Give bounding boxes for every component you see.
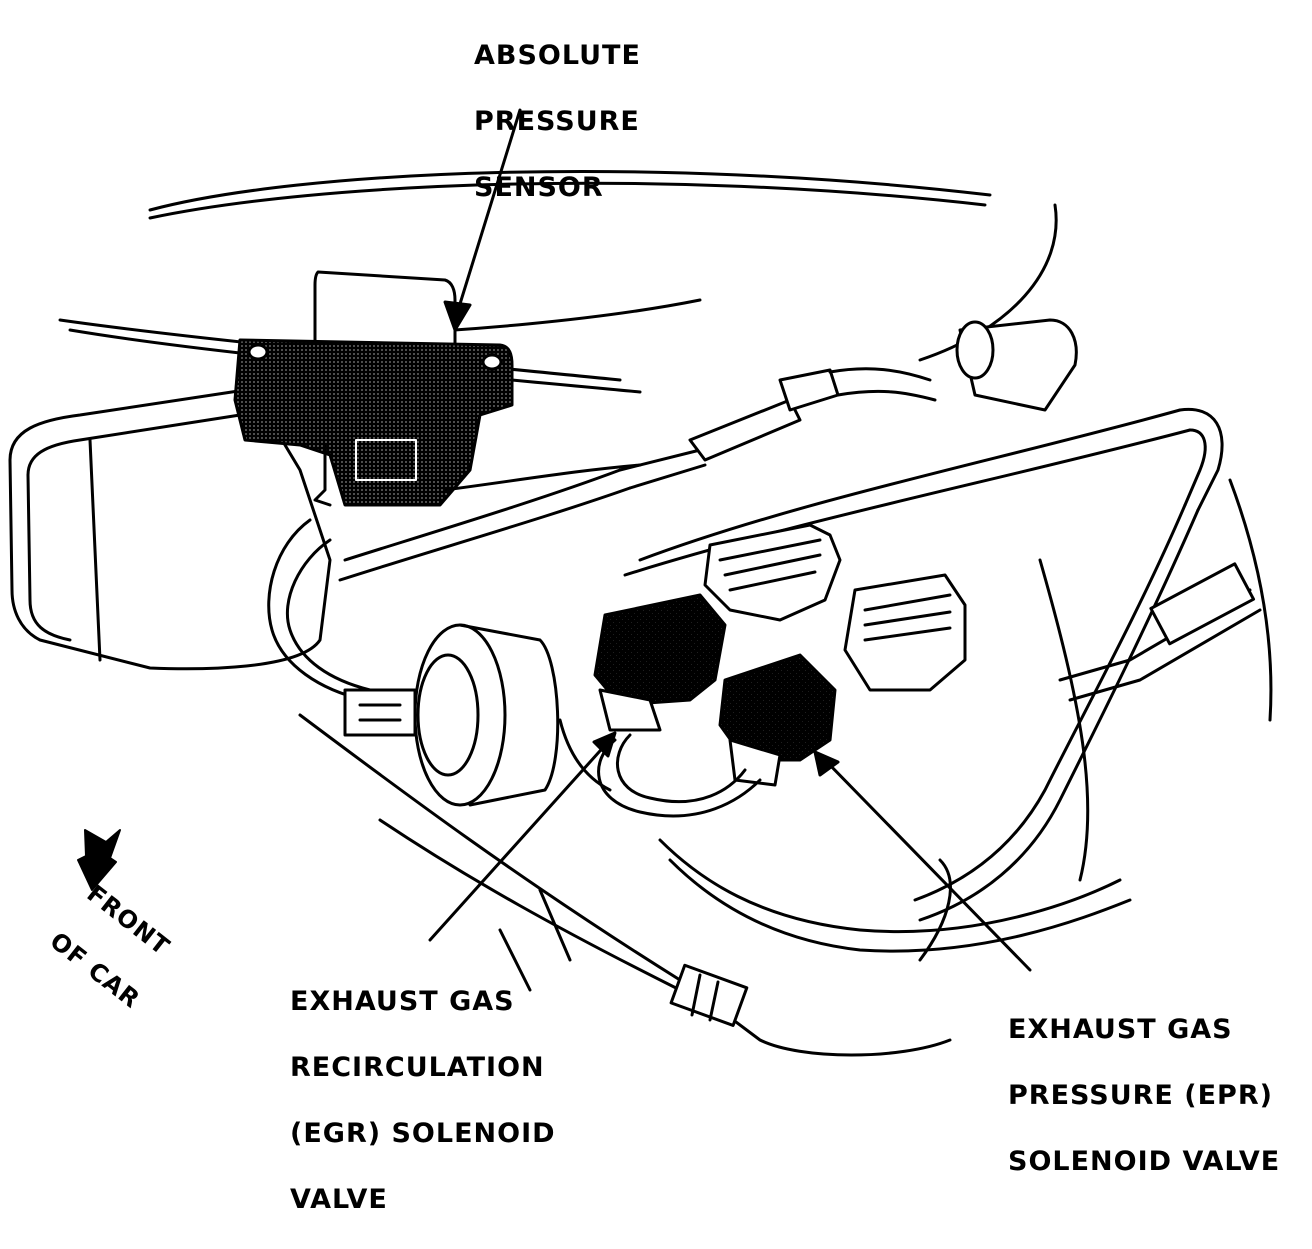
egr-solenoid — [593, 593, 727, 732]
egr-arrowhead — [592, 731, 617, 758]
right-side-pipes — [623, 407, 1273, 922]
aps-leader-line — [453, 108, 522, 322]
egr-valve — [343, 623, 560, 807]
label-line: EXHAUST GAS — [290, 986, 515, 1017]
front-of-car-arrow — [77, 829, 121, 891]
absolute-pressure-sensor-label: ABSOLUTE PRESSURE SENSOR — [474, 6, 641, 237]
epr-solenoid-valve-label: EXHAUST GAS PRESSURE (EPR) SOLENOID VALV… — [1008, 980, 1280, 1211]
label-line: ABSOLUTE — [474, 40, 641, 71]
filler-cap — [955, 318, 1078, 412]
label-line: (EGR) SOLENOID — [290, 1118, 556, 1149]
label-line: SOLENOID VALVE — [1008, 1146, 1281, 1177]
aps-arrowhead — [443, 300, 472, 332]
absolute-pressure-sensor — [233, 270, 514, 507]
label-line: PRESSURE — [474, 106, 640, 137]
leader-arrows — [428, 108, 1032, 972]
lower-hoses — [298, 713, 1132, 1057]
egr-leader-line — [428, 740, 610, 942]
epr-arrowhead — [813, 750, 840, 777]
solenoid-connectors — [703, 523, 967, 692]
label-line: RECIRCULATION — [290, 1052, 545, 1083]
engine-compartment-drawing — [8, 108, 1273, 1057]
label-line: EXHAUST GAS — [1008, 1014, 1233, 1045]
label-line: VALVE — [290, 1184, 388, 1215]
label-line: PRESSURE (EPR) — [1008, 1080, 1273, 1111]
epr-leader-line — [823, 758, 1032, 972]
label-line: SENSOR — [474, 172, 604, 203]
vacuum-hoses — [267, 367, 937, 702]
egr-solenoid-valve-label: EXHAUST GAS RECIRCULATION (EGR) SOLENOID… — [290, 952, 556, 1249]
